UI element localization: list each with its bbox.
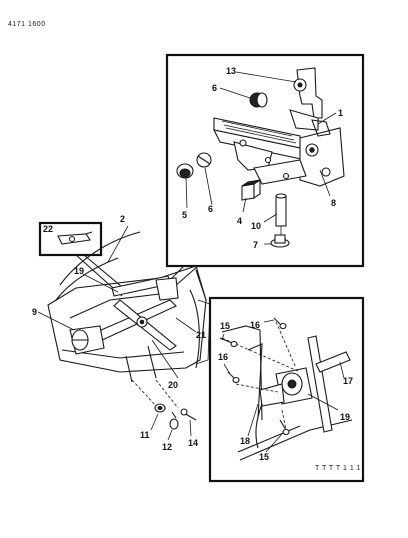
callout-4: 4 [237,216,242,226]
callout-20: 20 [168,380,178,390]
callout-12: 11 [140,430,150,440]
washer-12 [154,403,166,413]
leaders-top-box [185,71,337,245]
bolt-14 [180,408,197,421]
callout-16-left: 16 [218,352,228,362]
callout-2: 2 [120,214,125,224]
callout-18: 18 [240,436,250,446]
corner-code: T T T T 1 1 1 [315,465,361,472]
nut-8 [270,234,290,248]
slide-rail-assembly [212,109,345,187]
callout-22: 22 [43,224,53,234]
callout-15-top: 15 [220,321,230,331]
callout-14: 14 [188,438,198,448]
detail-box-clip [38,221,103,257]
motor-regulator-detail [219,317,353,461]
detail-box-regulator [165,53,365,268]
guide-block-4 [241,178,261,201]
callout-8: 7 [253,240,258,250]
callout-19-door: 19 [74,266,84,276]
callout-6-left: 6 [208,204,213,214]
drawing-number: 4171 1600 [8,21,46,28]
leader-2 [107,225,129,263]
clip-22 [57,231,93,245]
grommet-6-left [196,152,212,168]
leaders-door [37,273,197,441]
callout-6-top: 6 [212,83,217,93]
callout-11: 10 [251,221,261,231]
leaders-bottom-box [221,319,345,453]
explode-line-2 [155,379,179,409]
callout-21: 21 [196,330,206,340]
callout-13: 12 [162,442,172,452]
callout-16-top: 16 [250,320,260,330]
bracket-7 [293,67,323,119]
grommet-6-top [249,92,268,108]
callout-17: 17 [343,376,353,386]
callout-10: 9 [32,307,37,317]
callout-9: 8 [331,198,336,208]
callout-1: 1 [338,108,343,118]
door-assembly [47,231,211,383]
explode-line-1 [131,379,159,409]
pivot-pin-11 [275,193,287,236]
clip-13 [169,411,179,430]
callout-7: 13 [226,66,236,76]
callout-15-bottom: 15 [259,452,269,462]
callout-19-motor: 19 [340,412,350,422]
detail-box-motor [208,296,365,483]
grommet-5 [176,163,194,179]
callout-5: 5 [182,210,187,220]
